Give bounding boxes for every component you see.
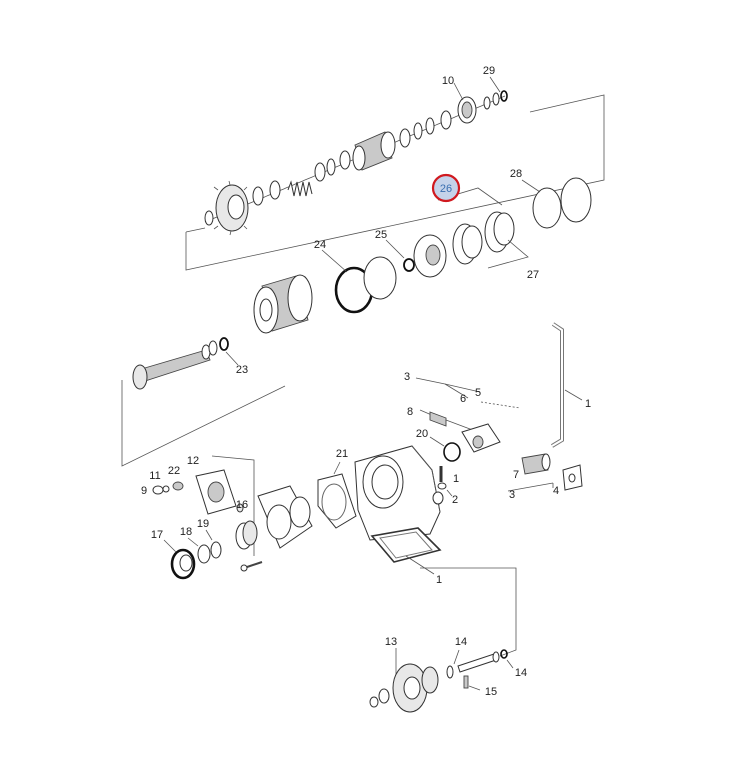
callout-label: 21 <box>336 448 348 460</box>
clutch-drum <box>253 274 313 334</box>
callout-label: 12 <box>187 455 199 467</box>
washer <box>413 122 423 140</box>
splined-sleeve <box>352 131 396 171</box>
pin-shaft <box>457 653 497 673</box>
highlighted-callout-26[interactable]: 26 <box>431 173 461 203</box>
upper-shaft-assembly <box>185 76 605 271</box>
solenoid <box>562 464 583 491</box>
callout-label: 27 <box>527 269 539 281</box>
cover-assembly <box>152 455 313 580</box>
callout-label: 3 <box>404 371 410 383</box>
ring <box>197 544 211 564</box>
nut <box>152 485 164 495</box>
bearing <box>457 96 477 124</box>
valve-housing <box>461 423 501 453</box>
callout-label: 4 <box>553 485 559 497</box>
gasket <box>317 473 357 529</box>
ring <box>210 541 222 559</box>
transmission-housing <box>317 445 444 575</box>
callout-label: 24 <box>314 239 326 251</box>
callout-label: 3 <box>509 489 515 501</box>
roll-pin <box>463 675 469 689</box>
clutch-disc <box>532 187 562 229</box>
callout-label: 7 <box>513 469 519 481</box>
bearing <box>378 688 390 704</box>
ring <box>560 177 592 223</box>
washer <box>269 180 281 200</box>
snap-ring <box>500 649 508 659</box>
bolt <box>437 466 447 490</box>
callout-label: 8 <box>407 406 413 418</box>
washer <box>440 110 452 130</box>
callout-label: 15 <box>485 686 497 698</box>
clutch-plates <box>452 211 515 265</box>
callout-label: 19 <box>197 518 209 530</box>
callout-label: 13 <box>385 636 397 648</box>
callout-label: 1 <box>453 473 459 485</box>
callout-label: 5 <box>475 387 481 399</box>
lower-gear-assembly <box>369 567 517 713</box>
callout-label: 28 <box>510 168 522 180</box>
callout-label: 1 <box>585 398 591 410</box>
seal <box>403 258 415 272</box>
washer <box>314 162 326 182</box>
callout-label: 23 <box>236 364 248 376</box>
main-shaft <box>121 337 286 467</box>
washer <box>483 96 491 110</box>
bottom-gasket <box>370 527 442 563</box>
washer <box>425 117 435 135</box>
callout-label: 20 <box>416 428 428 440</box>
washer <box>369 696 379 708</box>
callout-label: 17 <box>151 529 163 541</box>
fitting <box>172 481 184 491</box>
snap-ring <box>446 665 454 679</box>
hydraulic-fittings <box>415 322 583 497</box>
callout-label: 6 <box>460 393 466 405</box>
drive-gear <box>213 180 249 236</box>
clutch-assembly <box>253 177 592 334</box>
callout-26-label: 26 <box>440 183 452 195</box>
washer <box>326 158 336 176</box>
callout-label: 22 <box>168 465 180 477</box>
snap-ring <box>204 210 214 226</box>
piston <box>413 234 447 278</box>
cover-plate <box>195 469 237 515</box>
flange-housing <box>257 485 313 549</box>
callout-labels: 10 29 28 24 25 27 23 3 5 6 8 1 20 1 2 7 … <box>141 65 591 698</box>
fitting <box>521 453 551 475</box>
callout-label: 14 <box>515 667 527 679</box>
pipe <box>550 322 583 448</box>
ring <box>363 256 397 300</box>
callout-label: 11 <box>149 470 160 482</box>
callout-label: 29 <box>483 65 495 77</box>
callout-label: 1 <box>436 574 442 586</box>
shaft-seal <box>170 548 196 580</box>
callout-label: 16 <box>236 499 248 511</box>
washer <box>162 485 170 493</box>
callout-label: 18 <box>180 526 192 538</box>
callout-label: 10 <box>442 75 454 87</box>
callout-label: 9 <box>141 485 147 497</box>
o-ring <box>443 442 461 462</box>
lower-gear <box>392 663 439 713</box>
callout-label: 2 <box>452 494 458 506</box>
callout-label: 14 <box>455 636 467 648</box>
callout-label: 25 <box>375 229 387 241</box>
snap-ring <box>500 90 508 102</box>
washer <box>252 186 264 206</box>
washer <box>492 92 500 106</box>
washer <box>399 128 411 148</box>
spring <box>287 180 313 197</box>
washer <box>339 150 351 170</box>
